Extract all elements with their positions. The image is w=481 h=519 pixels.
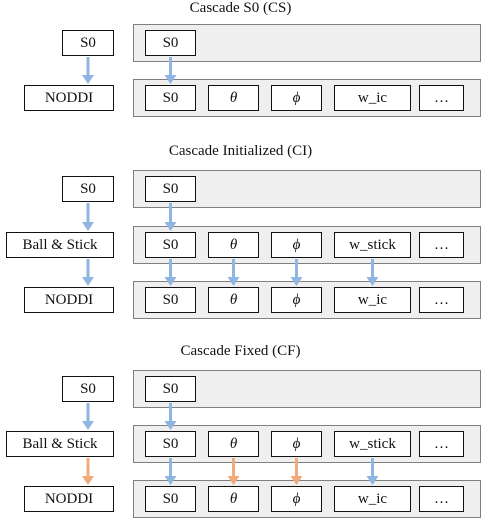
transfer-arrow [82, 203, 94, 231]
parameter-box: S0 [145, 287, 196, 313]
model-box: NODDI [24, 287, 114, 313]
parameter-box: θ [208, 486, 259, 512]
parameter-box: S0 [145, 486, 196, 512]
parameter-box: w_ic [334, 287, 411, 313]
parameter-box: θ [208, 232, 259, 258]
model-box: S0 [62, 176, 114, 202]
parameter-box: S0 [145, 85, 196, 111]
model-box: NODDI [24, 486, 114, 512]
transfer-arrow [82, 458, 94, 485]
parameter-box: … [419, 431, 464, 457]
model-box: S0 [62, 376, 114, 402]
model-box: Ball & Stick [6, 431, 114, 457]
transfer-arrow [82, 403, 94, 430]
model-box: Ball & Stick [6, 232, 114, 258]
parameter-box: … [419, 287, 464, 313]
parameter-box: ϕ [271, 486, 322, 512]
section-title: Cascade S0 (CS) [189, 0, 292, 16]
parameter-box: S0 [145, 30, 196, 56]
parameter-box: S0 [145, 431, 196, 457]
parameter-box: ϕ [271, 287, 322, 313]
parameter-box: θ [208, 287, 259, 313]
parameter-box: w_ic [334, 85, 411, 111]
parameter-box: ϕ [271, 232, 322, 258]
parameter-box: w_stick [334, 232, 411, 258]
model-box: NODDI [24, 85, 114, 111]
section-title: Cascade Initialized (CI) [168, 143, 313, 159]
parameter-box: S0 [145, 376, 196, 402]
model-box: S0 [62, 30, 114, 56]
parameter-box: w_ic [334, 486, 411, 512]
section-title: Cascade Fixed (CF) [180, 343, 301, 359]
parameter-box: θ [208, 431, 259, 457]
parameter-box: … [419, 232, 464, 258]
parameter-box: ϕ [271, 431, 322, 457]
parameter-box: … [419, 85, 464, 111]
parameter-box: S0 [145, 232, 196, 258]
parameter-box: ϕ [271, 85, 322, 111]
parameter-box: … [419, 486, 464, 512]
parameter-box: w_stick [334, 431, 411, 457]
parameter-box: θ [208, 85, 259, 111]
transfer-arrow [82, 259, 94, 286]
transfer-arrow [82, 57, 94, 84]
parameter-box: S0 [145, 176, 196, 202]
